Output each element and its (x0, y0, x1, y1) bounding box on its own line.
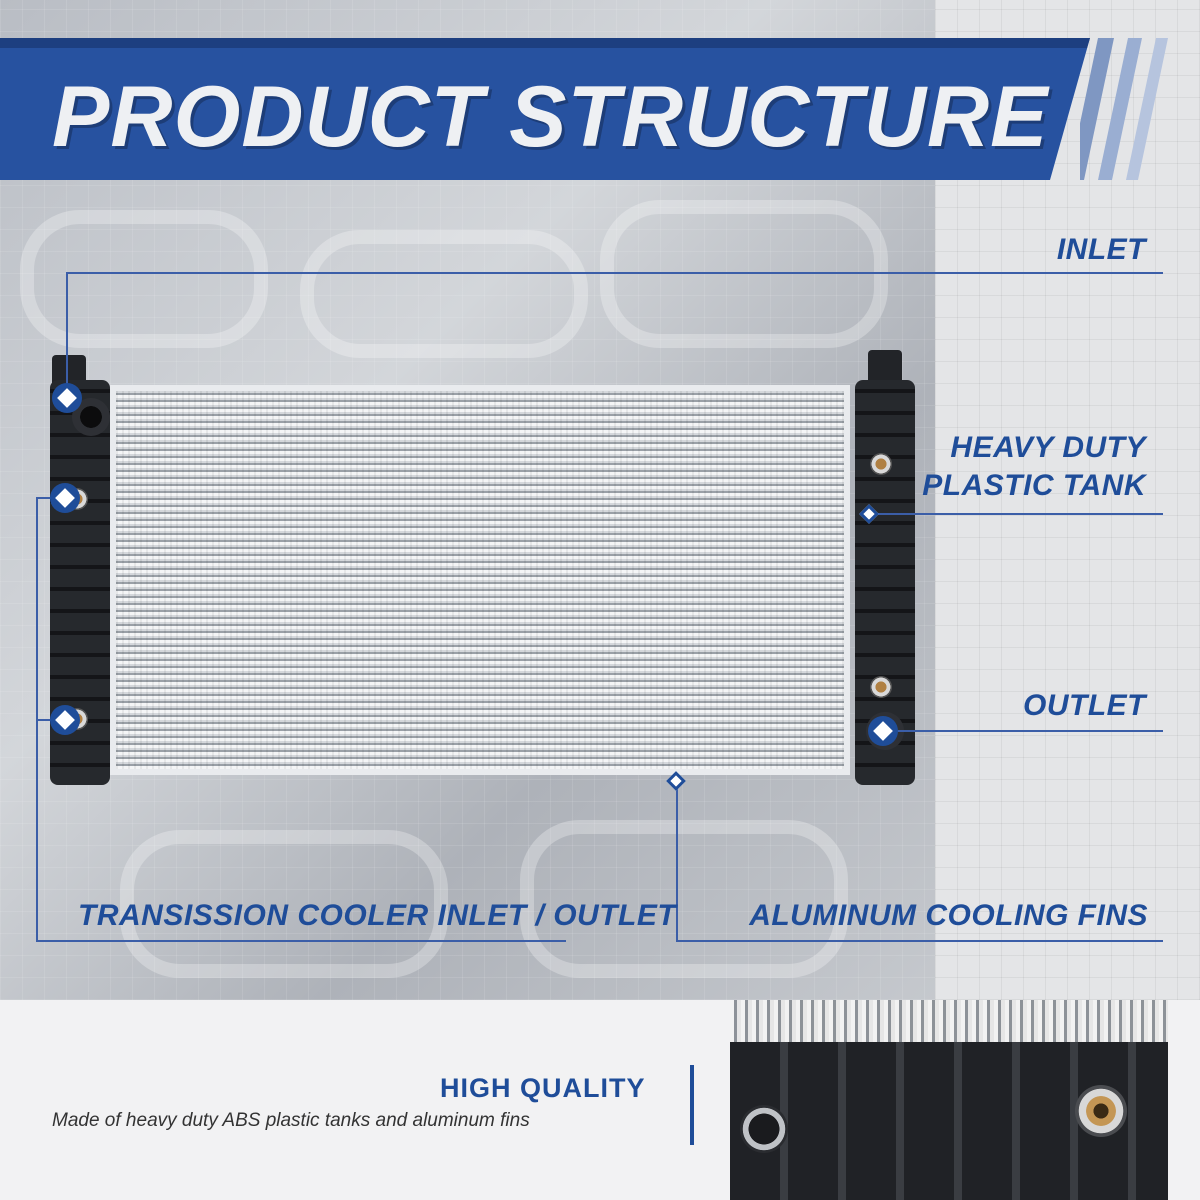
transmission-label: TRANSISSION COOLER INLET / OUTLET (78, 899, 677, 932)
feature-description: Made of heavy duty ABS plastic tanks and… (52, 1110, 530, 1131)
feature-divider (690, 1065, 694, 1145)
tank-line (869, 513, 1163, 515)
tank-label-line2: PLASTIC TANK (922, 469, 1146, 502)
header-banner: PRODUCT STRUCTURE (0, 38, 1090, 180)
tank-label-line1: HEAVY DUTY (950, 431, 1146, 464)
page-title: PRODUCT STRUCTURE (52, 69, 1049, 165)
coil-decoration (20, 210, 268, 348)
fins-line-bottom (676, 940, 1163, 942)
closeup-fins (730, 1000, 1168, 1042)
outlet-line (881, 730, 1163, 732)
cooler-outlet-marker (50, 705, 80, 735)
inlet-line-drop (66, 272, 68, 397)
coil-decoration (300, 230, 588, 358)
inlet-marker (52, 383, 82, 413)
feature-title: HIGH QUALITY (440, 1073, 646, 1103)
outlet-label: OUTLET (1023, 689, 1146, 722)
coil-decoration (600, 200, 888, 348)
right-plastic-tank (855, 380, 915, 785)
cooler-fitting (870, 676, 892, 698)
banner-stripes (1080, 38, 1168, 180)
outlet-marker (868, 716, 898, 746)
closeup-fitting (1075, 1085, 1127, 1137)
cooler-inlet-marker (50, 483, 80, 513)
transmission-line-bottom (36, 940, 566, 942)
fins-line-vertical (676, 780, 678, 941)
tank-closeup-photo (730, 1000, 1168, 1200)
banner-shape (0, 38, 1090, 180)
inlet-line (66, 272, 1163, 274)
cooler-fitting (870, 453, 892, 475)
inlet-label: INLET (1056, 233, 1146, 266)
aluminum-core (110, 385, 850, 775)
fins-label: ALUMINUM COOLING FINS (749, 899, 1148, 932)
closeup-hose-clamp (740, 1105, 788, 1153)
radiator-illustration (40, 350, 915, 805)
